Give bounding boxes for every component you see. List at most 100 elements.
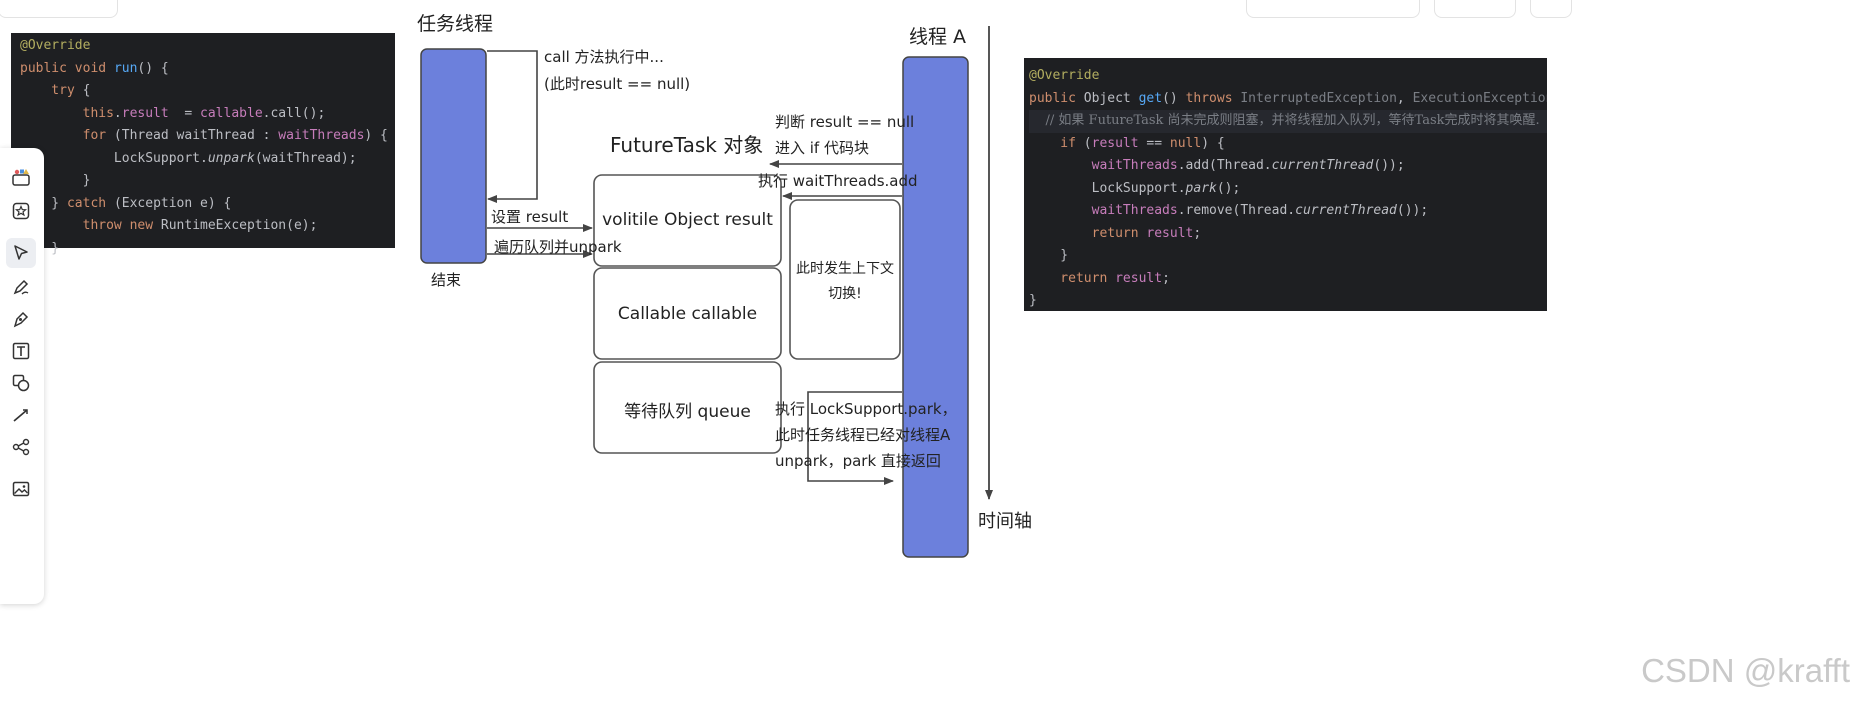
- enter-if-label: 进入 if 代码块: [775, 139, 869, 157]
- context-switch-line1: 此时发生上下文: [796, 261, 894, 277]
- code-token: for: [20, 128, 114, 143]
- code-token: new: [129, 218, 161, 233]
- code-token: (Exception e) {: [113, 195, 232, 211]
- code-token: .: [113, 105, 122, 121]
- code-token: throw: [20, 218, 130, 233]
- pen-nib-icon[interactable]: [6, 304, 36, 334]
- code-line: waitThreads.remove(Thread.currentThread(…: [1029, 200, 1547, 223]
- code-token: LockSupport.: [20, 150, 208, 166]
- exec-add-label: 执行 waitThreads.add: [758, 172, 918, 190]
- code-token: ());: [1373, 158, 1405, 173]
- thread-a-bar: [902, 56, 969, 558]
- futuretask-title: FutureTask 对象: [610, 133, 764, 157]
- code-token: InterruptedException: [1240, 90, 1397, 106]
- traverse-unpark-label: 遍历队列并unpark: [494, 238, 622, 256]
- pen-icon[interactable]: [6, 272, 36, 302]
- code-token: Object: [1083, 90, 1139, 106]
- context-switch-line2: 切换!: [828, 286, 862, 302]
- code-token: return: [1029, 270, 1116, 286]
- code-token: get: [1138, 90, 1163, 106]
- code-line: return result;: [1029, 223, 1547, 246]
- code-token: (Thread waitThread :: [113, 128, 279, 143]
- code-token: }: [1029, 248, 1069, 263]
- top-right-toolbar-1[interactable]: [1246, 0, 1420, 18]
- code-line: @Override: [20, 35, 395, 58]
- top-right-toolbar-3[interactable]: [1530, 0, 1572, 18]
- code-line: public Object get() throws InterruptedEx…: [1029, 88, 1547, 111]
- result-field-label: volitile Object result: [602, 210, 773, 230]
- park-line1: 执行 LockSupport.park，: [775, 400, 957, 418]
- task-thread-bar: [420, 48, 487, 264]
- result-null-note: (此时result == null): [544, 75, 691, 93]
- code-token: (: [1083, 135, 1092, 151]
- code-token: throws: [1185, 90, 1241, 106]
- code-line: }: [20, 170, 395, 193]
- code-token: ());: [1396, 203, 1429, 218]
- code-line: if (result == null) {: [1029, 133, 1547, 156]
- get-method-code-panel: @Override public Object get() throws Inte…: [1024, 58, 1547, 311]
- image-icon[interactable]: [6, 474, 36, 504]
- callable-field-label: Callable callable: [617, 304, 758, 324]
- left-tool-palette: [0, 148, 44, 604]
- task-thread-title: 任务线程: [417, 13, 494, 35]
- top-right-toolbar-2[interactable]: [1434, 0, 1516, 18]
- top-left-toolbar[interactable]: [0, 0, 118, 18]
- code-token: public: [20, 60, 75, 76]
- thread-a-title: 线程 A: [909, 26, 967, 48]
- code-token: ) {: [1201, 135, 1225, 151]
- code-token: run: [113, 60, 138, 76]
- code-token: @Override: [20, 38, 91, 53]
- code-token: if: [1029, 135, 1084, 151]
- code-token: .call();: [262, 105, 326, 121]
- code-token: }: [1029, 293, 1037, 308]
- run-method-code-panel: @Override public void run() { try { this.…: [11, 33, 395, 256]
- code-token: currentThread: [1271, 158, 1374, 173]
- code-token: ) {: [364, 128, 388, 143]
- code-token: // 如果 FutureTask 尚未完成则阻塞，并将线程加入队列，等待Task…: [1029, 113, 1540, 128]
- code-line: throw new RuntimeException(e);: [20, 215, 395, 238]
- set-result-label: 设置 result: [491, 208, 569, 226]
- code-token: RuntimeException(e);: [160, 218, 318, 233]
- code-token: result: [1091, 135, 1139, 151]
- line-icon[interactable]: [6, 400, 36, 430]
- code-token: result: [121, 105, 169, 121]
- code-line: public void run() {: [20, 58, 395, 81]
- code-token: ==: [1138, 135, 1170, 151]
- code-line: }: [20, 238, 395, 261]
- code-token: void: [74, 60, 114, 76]
- code-token: unpark: [207, 150, 255, 166]
- code-token: result: [1115, 270, 1163, 286]
- code-token: }: [20, 173, 91, 188]
- code-token: LockSupport.: [1029, 180, 1186, 196]
- code-line: }: [1029, 290, 1547, 311]
- pointer-icon[interactable]: [6, 238, 36, 268]
- code-token: return: [1029, 225, 1147, 241]
- time-axis-label: 时间轴: [978, 511, 1032, 532]
- code-token: this: [20, 105, 114, 121]
- code-token: park: [1185, 180, 1217, 196]
- code-token: callable: [200, 105, 263, 121]
- call-executing-loop-arrow: [487, 50, 538, 203]
- text-icon[interactable]: [6, 336, 36, 366]
- code-token: ,: [1396, 90, 1413, 106]
- code-token: =: [168, 105, 201, 121]
- watermark: CSDN @krafft: [1641, 652, 1850, 689]
- check-result-label: 判断 result == null: [775, 113, 915, 131]
- code-line: // 如果 FutureTask 尚未完成则阻塞，并将线程加入队列，等待Task…: [1029, 110, 1547, 133]
- library-icon[interactable]: [6, 162, 36, 192]
- code-token: .add(Thread.: [1177, 158, 1272, 173]
- context-switch-box: [789, 199, 901, 360]
- code-token: try: [20, 83, 83, 98]
- park-line2: 此时任务线程已经对线程A: [775, 426, 951, 444]
- code-token: ;: [1162, 270, 1170, 286]
- code-token: () {: [137, 60, 169, 76]
- code-token: (): [1162, 90, 1186, 106]
- connector-icon[interactable]: [6, 432, 36, 462]
- shapes-icon[interactable]: [6, 368, 36, 398]
- code-line: try {: [20, 80, 395, 103]
- code-token: ();: [1216, 180, 1241, 196]
- code-token: waitThreads: [1029, 158, 1178, 173]
- code-token: @Override: [1029, 68, 1100, 83]
- star-icon[interactable]: [6, 196, 36, 226]
- code-line: this.result = callable.call();: [20, 103, 395, 126]
